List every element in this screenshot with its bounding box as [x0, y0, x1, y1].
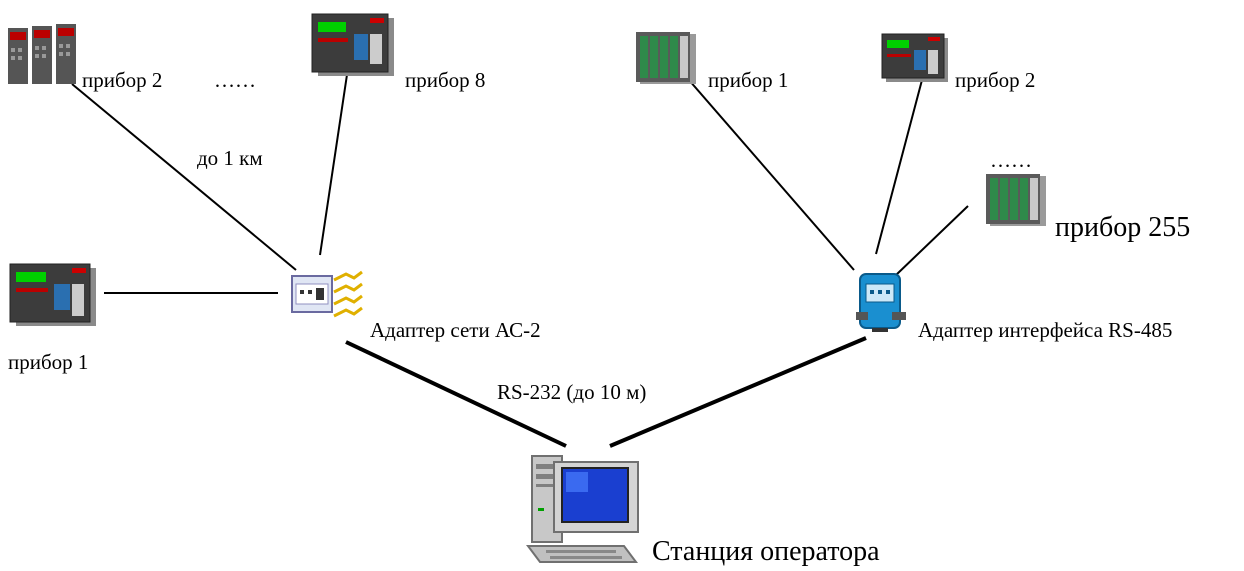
rs232-label: RS-232 (до 10 м) — [497, 380, 647, 404]
link-right-dev2 — [875, 79, 923, 255]
link-left-dev2 — [71, 83, 297, 271]
adapter-ac2-label: Адаптер сети АС-2 — [370, 318, 541, 342]
operator-station-label: Станция оператора — [652, 536, 880, 567]
link-left-dev8 — [319, 67, 349, 256]
right-device-2-label: прибор 2 — [955, 68, 1036, 92]
network-adapter-icon — [290, 268, 364, 331]
right-device-1-label: прибор 1 — [708, 68, 789, 92]
distance-label: до 1 км — [197, 146, 263, 170]
left-device-1-label: прибор 1 — [8, 350, 89, 374]
link-right-dev1 — [681, 71, 855, 271]
controller-icon — [880, 32, 950, 89]
link-rs485-operator — [609, 336, 867, 448]
controller-icon — [310, 12, 396, 83]
right-device-255-label: прибор 255 — [1055, 212, 1191, 243]
left-ellipsis: …… — [214, 68, 256, 92]
rack-module-icon — [634, 30, 698, 91]
computer-workstation-icon — [526, 448, 646, 571]
right-ellipsis: …… — [990, 148, 1032, 172]
triple-controller-icon — [6, 22, 78, 93]
left-device-8-label: прибор 8 — [405, 68, 486, 92]
link-right-dev255 — [895, 205, 969, 276]
adapter-rs485-label: Адаптер интерфейса RS-485 — [918, 318, 1173, 342]
link-ac2-operator — [345, 340, 567, 448]
controller-icon — [8, 262, 98, 333]
rack-module-icon — [984, 172, 1048, 233]
left-device-2-label: прибор 2 — [82, 68, 163, 92]
interface-converter-icon — [852, 270, 912, 339]
